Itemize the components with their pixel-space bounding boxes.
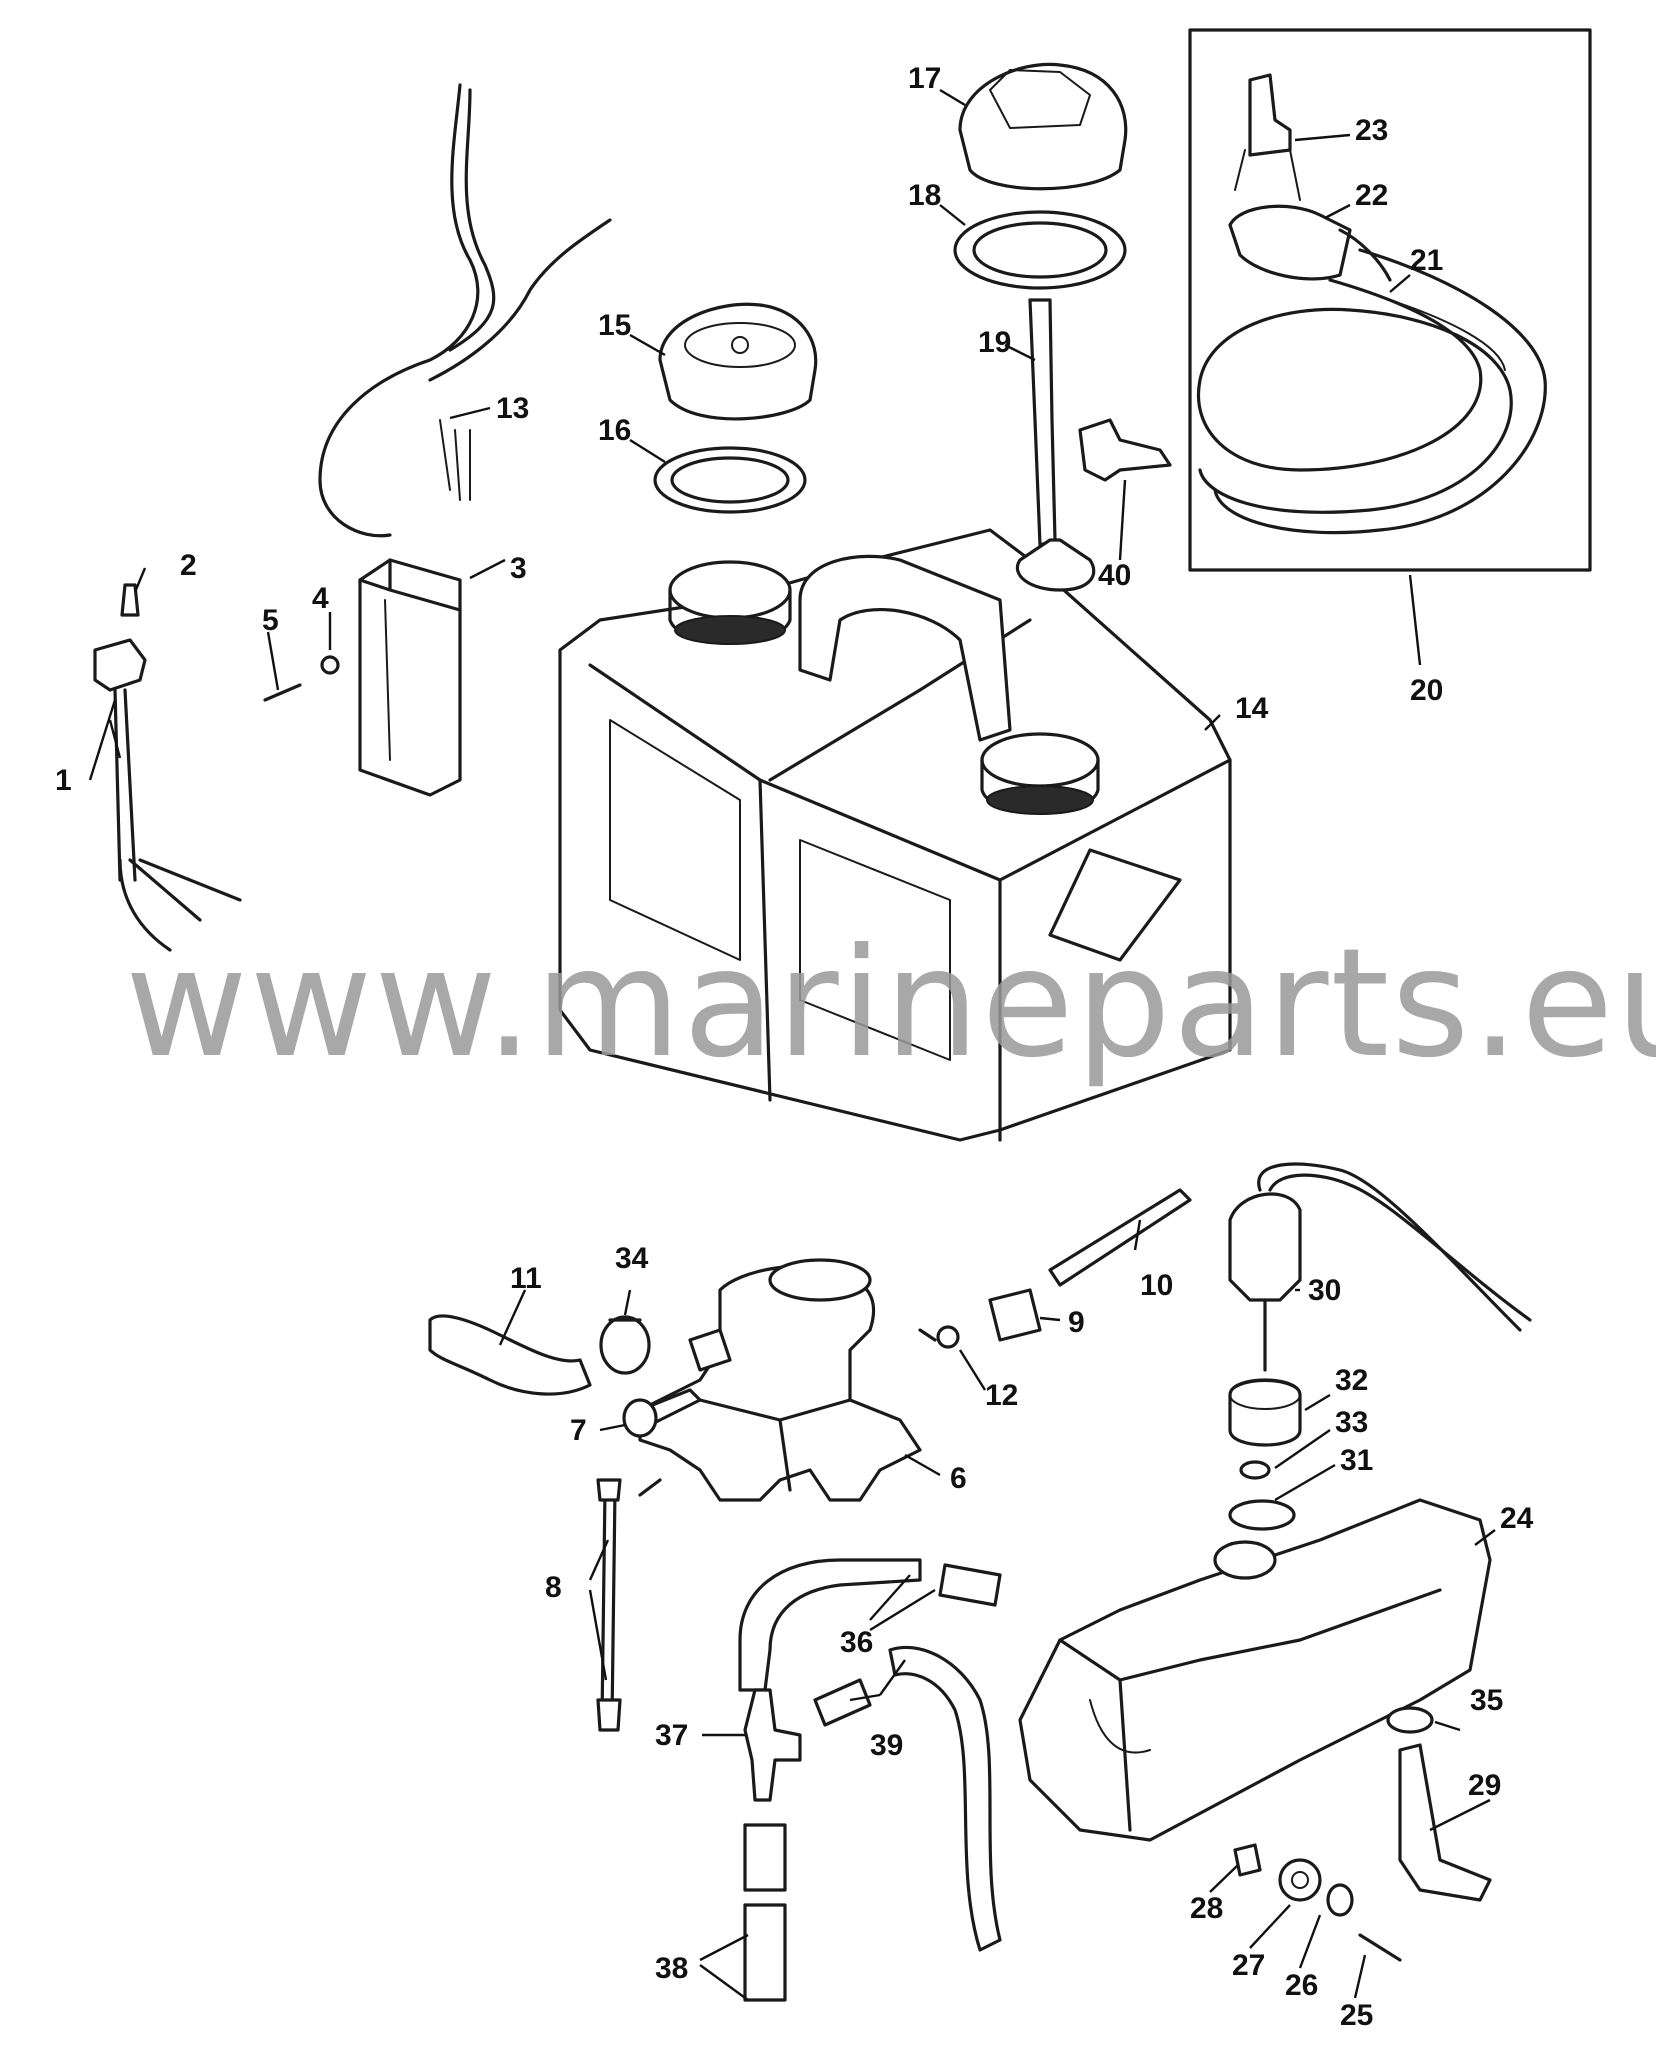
callout-16: 16 [598,414,631,447]
gasket-18 [953,210,1127,290]
callout-23: 23 [1355,114,1388,147]
callout-26: 26 [1285,1969,1318,2002]
callout-12: 12 [985,1379,1018,1412]
cap-15 [658,302,818,421]
callout-14: 14 [1235,692,1269,725]
callout-27: 27 [1232,1949,1265,1982]
wiring-harness [318,83,612,538]
cap-17 [958,62,1128,191]
inset-box [1188,28,1592,572]
pickup-tube-19 [1015,298,1096,592]
hose-39 [813,1645,1002,1952]
fuel-pump-6 [638,1258,937,1502]
screw-2 [120,583,140,617]
switch-1 [93,638,242,952]
washer-33 [1239,1460,1271,1480]
sensor-30 [1228,1162,1532,1372]
callout-29: 29 [1468,1769,1501,1802]
tee-37 [743,1688,802,1802]
callout-21: 21 [1410,244,1443,277]
cap-35 [1386,1706,1434,1734]
callout-8: 8 [545,1571,562,1604]
callout-37: 37 [655,1719,688,1752]
screw-5-washer-4 [263,655,340,702]
fuel-line-10 [1048,1188,1192,1287]
callout-19: 19 [978,326,1011,359]
callout-15: 15 [598,309,631,342]
link-rod-8 [596,1478,622,1732]
callout-36: 36 [840,1626,873,1659]
bolt-7 [622,1388,702,1438]
fuel-tank [558,528,1232,1142]
callout-22: 22 [1355,179,1388,212]
callout-3: 3 [510,552,527,585]
callout-25: 25 [1340,1999,1373,2032]
leader-lines [88,88,1496,2001]
callout-35: 35 [1470,1684,1503,1717]
fitting-40 [1078,418,1172,482]
callout-32: 32 [1335,1364,1368,1397]
callout-17: 17 [908,62,941,95]
module-3 [358,558,462,797]
hose-38 [743,1823,787,2002]
callout-24: 24 [1500,1502,1534,1535]
callout-11: 11 [510,1262,542,1295]
callout-1: 1 [55,764,72,797]
callout-6: 6 [950,1462,967,1495]
callout-5: 5 [262,604,279,637]
callout-34: 34 [615,1242,649,1275]
callout-18: 18 [908,179,941,212]
hose-11 [428,1314,592,1396]
oil-tank-24 [1018,1498,1492,1842]
hose-29 [1398,1743,1492,1902]
callout-9: 9 [1068,1306,1085,1339]
callout-38: 38 [655,1952,688,1985]
callout-4: 4 [312,582,329,615]
callout-10: 10 [1140,1269,1173,1302]
callout-13: 13 [496,392,529,425]
callout-39: 39 [870,1729,903,1762]
callout-31: 31 [1340,1444,1373,1477]
hose-36 [738,1558,1002,1692]
oring-12 [936,1325,960,1349]
parts-25-28 [1233,1843,1402,1962]
callout-40: 40 [1098,559,1131,592]
callout-2: 2 [180,549,197,582]
callout-7: 7 [570,1414,587,1447]
fitting-9 [988,1288,1042,1342]
callout-labels: 1 2 3 4 5 6 7 8 9 10 11 12 13 14 15 16 1… [55,62,1534,2032]
callout-20: 20 [1410,674,1443,707]
watermark: www.marineparts.eu [125,917,1656,1091]
gasket-31 [1228,1499,1296,1531]
clamp-34 [599,1315,651,1375]
callout-28: 28 [1190,1892,1223,1925]
callout-33: 33 [1335,1406,1368,1439]
callout-30: 30 [1308,1274,1341,1307]
bushing-32 [1228,1378,1302,1447]
gasket-16 [653,446,807,514]
